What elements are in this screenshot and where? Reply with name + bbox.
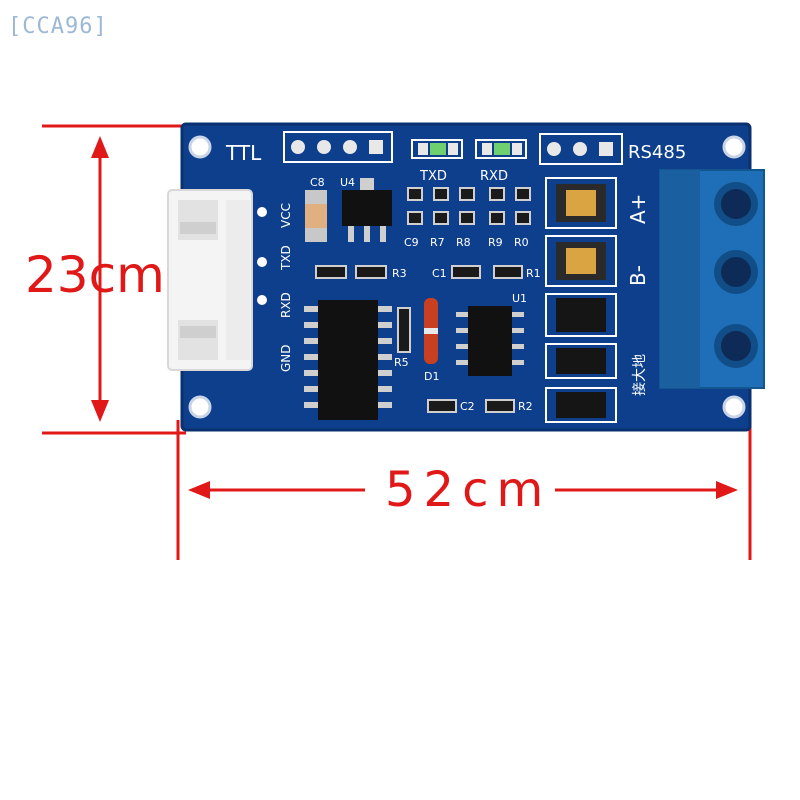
silk-c1: C1 [432,267,447,280]
silk-r8: R8 [456,236,471,249]
silk-pin-txd: TXD [279,245,293,271]
watermark-text: [CCA96] [8,14,108,39]
silk-r9: R9 [488,236,503,249]
silk-r0: R0 [514,236,529,249]
jst-connector [167,189,267,371]
silk-r1: R1 [526,267,541,280]
silk-ttl: TTL [225,141,262,165]
pcb-board [180,122,752,432]
silk-led-rxd: RXD [480,169,508,184]
screw-terminal [659,169,765,389]
silk-c9: C9 [404,236,419,249]
silk-d1: D1 [424,370,439,383]
silk-terminal-b: B- [626,265,650,286]
silk-led-txd: TXD [419,169,447,184]
silk-pin-gnd: GND [279,344,293,372]
height-dimension-label: 23cm [25,246,165,304]
silk-u4: U4 [340,176,355,189]
silk-c2: C2 [460,400,475,413]
width-dimension-label: 52cm [385,462,552,518]
silk-terminal-a: A+ [626,194,650,224]
silk-chinese-label: 接大地 [631,354,648,396]
silk-rs485: RS485 [628,142,686,163]
silk-c8: C8 [310,176,325,189]
silk-r2: R2 [518,400,533,413]
dimension-lines [42,124,752,560]
silk-r7: R7 [430,236,445,249]
silk-r5: R5 [394,356,409,369]
silk-r3: R3 [392,267,407,280]
silk-pin-rxd: RXD [279,292,293,318]
silk-u1: U1 [512,292,527,305]
silk-pin-vcc: VCC [279,203,293,228]
